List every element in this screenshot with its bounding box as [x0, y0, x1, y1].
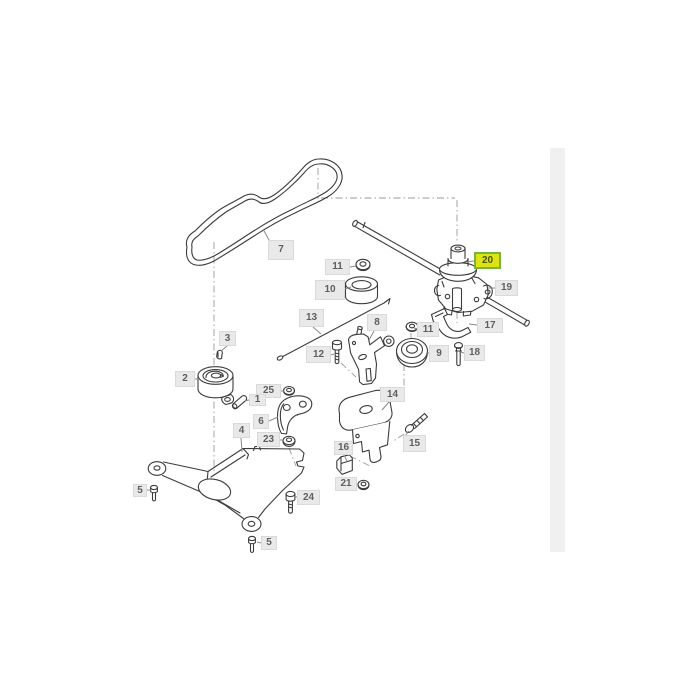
part-label-8[interactable]: 8: [367, 314, 387, 331]
leader-line-16: [344, 455, 347, 461]
part-label-13[interactable]: 13: [299, 309, 324, 327]
part-label-6[interactable]: 6: [253, 414, 269, 429]
leader-line-17: [469, 324, 477, 325]
leader-line-11: [350, 266, 356, 267]
bolt-part-15-drawing: [404, 414, 428, 435]
part-label-15[interactable]: 15: [403, 435, 426, 452]
leader-line-4: [241, 438, 242, 452]
leader-line-7: [263, 229, 269, 240]
pulley-part-2-drawing: [198, 367, 234, 405]
leader-line-1: [245, 400, 249, 401]
centerlines: [214, 168, 457, 474]
part-label-12[interactable]: 12: [306, 346, 331, 363]
leader-line-13: [313, 327, 321, 334]
clip-part-16-drawing: [337, 455, 353, 475]
washer-part-23-drawing: [283, 436, 295, 446]
part-label-18[interactable]: 18: [464, 345, 485, 361]
part-label-24[interactable]: 24: [297, 490, 320, 505]
bolt-part-5-bottom-drawing: [249, 536, 256, 552]
part-label-19[interactable]: 19: [495, 280, 518, 296]
part-label-7[interactable]: 7: [268, 240, 294, 260]
part-label-21[interactable]: 21: [335, 477, 357, 491]
bolt-part-18-drawing: [455, 343, 463, 366]
part-label-11[interactable]: 11: [417, 322, 439, 337]
arm-part-4-drawing: [148, 447, 304, 532]
belt-part-7-drawing: [186, 159, 342, 265]
leader-line-20: [466, 261, 474, 262]
part-label-20-highlighted[interactable]: 20: [474, 252, 501, 269]
bolt-part-24-drawing: [286, 491, 295, 513]
part-label-2[interactable]: 2: [175, 371, 195, 387]
nut-part-21-drawing: [358, 480, 369, 489]
leader-line-8: [369, 331, 374, 340]
part-label-17[interactable]: 17: [477, 318, 503, 333]
bracket-part-14-drawing: [339, 390, 392, 462]
pulley-part-9-drawing: [397, 339, 428, 368]
part-label-5[interactable]: 5: [133, 484, 147, 497]
vertical-scrollbar[interactable]: [550, 148, 565, 552]
bracket-part-6-drawing: [277, 396, 311, 434]
cable-part-13-drawing: [277, 299, 390, 361]
bracket-part-17-drawing: [432, 309, 471, 339]
leader-line-11: [414, 328, 417, 329]
nut-part-25-drawing: [284, 387, 295, 396]
part-label-10[interactable]: 10: [315, 280, 345, 300]
key-part-3-drawing: [217, 350, 223, 359]
gearbox-part-19-20-drawing: [434, 245, 492, 316]
part-label-5[interactable]: 5: [261, 536, 277, 550]
part-label-4[interactable]: 4: [233, 423, 250, 438]
part-label-11[interactable]: 11: [325, 259, 350, 275]
leader-line-10: [345, 287, 351, 289]
nut-part-11-upper-drawing: [356, 259, 370, 270]
leader-line-3: [221, 346, 227, 351]
part-label-3[interactable]: 3: [219, 331, 236, 346]
bolt-part-5-left-drawing: [151, 485, 158, 501]
leader-line-5: [257, 542, 261, 543]
part-label-1[interactable]: 1: [249, 394, 266, 406]
part-label-16[interactable]: 16: [334, 441, 353, 455]
bolt-part-12-drawing: [333, 340, 342, 363]
leader-line-18: [460, 352, 464, 353]
part-label-9[interactable]: 9: [429, 345, 449, 362]
part-label-14[interactable]: 14: [380, 387, 405, 402]
lever-part-8-drawing: [349, 326, 394, 384]
part-label-23[interactable]: 23: [257, 432, 280, 447]
leader-line-6: [269, 417, 278, 421]
leader-line-12: [331, 354, 334, 355]
bushing-part-10-drawing: [346, 277, 378, 304]
label-leader-lines: [147, 229, 495, 543]
pin-part-1-drawing: [232, 396, 247, 409]
leader-line-14: [382, 402, 389, 410]
